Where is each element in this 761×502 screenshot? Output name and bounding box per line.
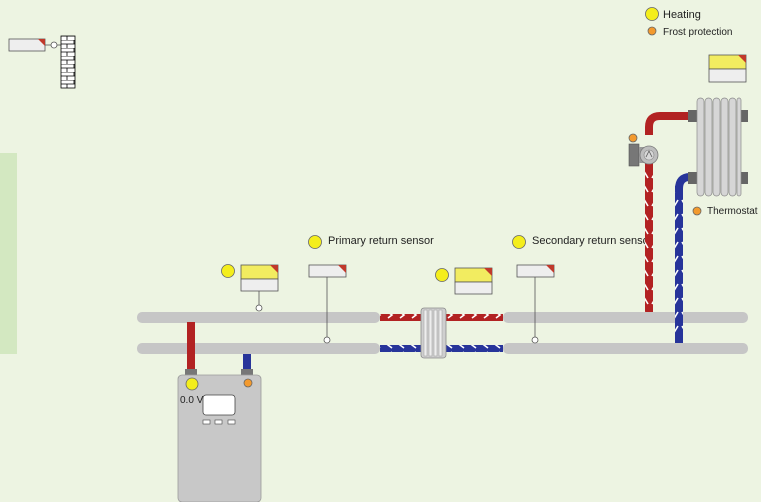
boiler-icon[interactable] bbox=[177, 374, 262, 502]
secondary-return-sensor[interactable]: Secondary return sensor bbox=[512, 235, 653, 344]
radiator-icon[interactable] bbox=[688, 97, 748, 197]
legend: Heating Frost protection bbox=[645, 7, 732, 38]
outdoor-sensor[interactable] bbox=[8, 35, 76, 89]
outdoor-sensor-probe-icon bbox=[50, 41, 58, 49]
primary-supply-pipe bbox=[137, 312, 380, 323]
primary-supply-sensor-icon bbox=[255, 304, 263, 312]
side-panel-tab[interactable] bbox=[0, 153, 17, 354]
boiler-frost-indicator-icon[interactable] bbox=[243, 378, 253, 388]
primary-return-sensor[interactable]: Primary return sensor bbox=[308, 235, 435, 344]
secondary-return-sensor-label: Secondary return sensor bbox=[532, 235, 653, 247]
primary-heating-indicator-icon[interactable] bbox=[221, 264, 235, 278]
primary-controller[interactable] bbox=[221, 264, 279, 312]
secondary-supply-pipe bbox=[503, 312, 748, 323]
legend-frost-protection-label: Frost protection bbox=[663, 27, 732, 38]
secondary-controller[interactable] bbox=[435, 267, 493, 295]
primary-return-sensor-label: Primary return sensor bbox=[328, 235, 434, 247]
legend-heating-label: Heating bbox=[663, 9, 701, 21]
boiler-return-riser bbox=[243, 354, 251, 370]
primary-return-probe-icon bbox=[323, 336, 331, 344]
boiler-supply-riser bbox=[187, 322, 195, 370]
secondary-return-pipe bbox=[503, 343, 748, 354]
boiler-button-2[interactable] bbox=[214, 419, 223, 425]
outdoor-sensor-module[interactable] bbox=[8, 38, 46, 52]
primary-return-pipe bbox=[137, 343, 380, 354]
circulation-pump-icon[interactable] bbox=[628, 133, 659, 167]
thermostat-indicator-icon[interactable] bbox=[692, 206, 702, 216]
heating-indicator-icon bbox=[645, 7, 659, 21]
brick-wall-icon bbox=[60, 35, 76, 89]
radiator-supply-bend bbox=[645, 112, 690, 135]
thermostat[interactable]: Thermostat bbox=[692, 206, 758, 217]
secondary-heating-indicator-icon[interactable] bbox=[435, 268, 449, 282]
pump-frost-indicator-icon[interactable] bbox=[628, 133, 638, 143]
radiator-controller[interactable] bbox=[708, 54, 747, 83]
boiler-heating-indicator-icon[interactable] bbox=[185, 377, 199, 391]
secondary-return-probe-icon bbox=[531, 336, 539, 344]
frost-protection-indicator-icon bbox=[647, 26, 657, 36]
boiler-display bbox=[202, 394, 236, 416]
plate-heat-exchanger-icon[interactable] bbox=[420, 307, 447, 359]
secondary-return-indicator-icon[interactable] bbox=[512, 235, 526, 249]
outdoor-sensor-corner bbox=[38, 39, 45, 46]
boiler-return-connector bbox=[241, 369, 253, 375]
boiler-voltage-readout: 0.0 V bbox=[180, 395, 204, 406]
thermostat-label: Thermostat bbox=[707, 206, 758, 217]
primary-return-indicator-icon[interactable] bbox=[308, 235, 322, 249]
boiler[interactable]: 0.0 V bbox=[177, 322, 262, 502]
boiler-button-1[interactable] bbox=[202, 419, 211, 425]
boiler-supply-connector bbox=[185, 369, 197, 375]
boiler-button-3[interactable] bbox=[227, 419, 236, 425]
